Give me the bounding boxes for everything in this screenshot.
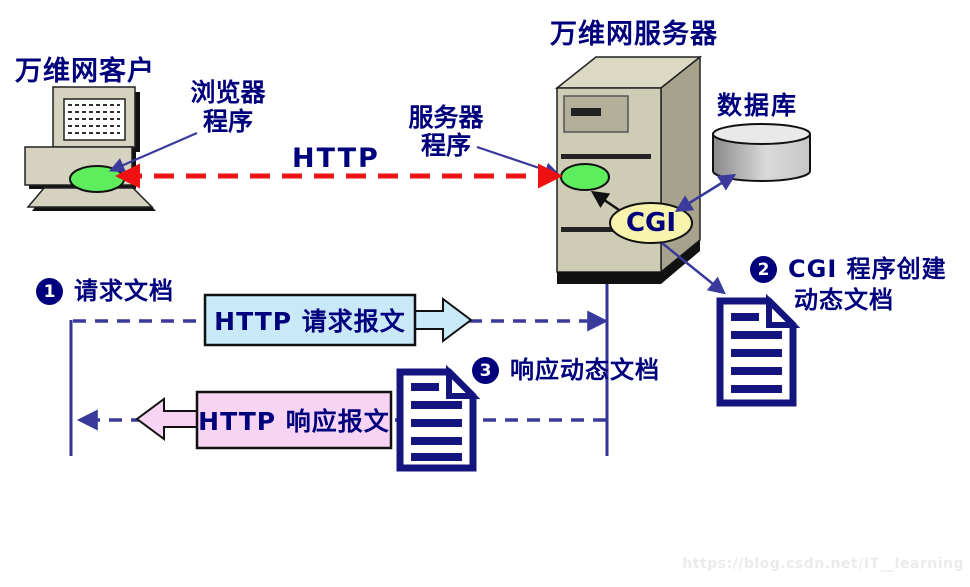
request-message-label: HTTP 请求报文 [214,307,406,336]
browser-program-label: 浏览器 程序 [178,78,278,136]
cgi-label: CGI [625,208,677,238]
client-title: 万维网客户 [15,56,155,87]
cgi-database-arrow [674,174,737,212]
screen-text-lines [68,104,120,134]
dynamic-document-icon [716,293,801,407]
step-2-cgi-creates-document: 2 CGI 程序创建 动态文档 [750,254,947,316]
database-label: 数据库 [717,91,799,120]
database-icon [712,123,811,182]
response-message-box [195,390,393,450]
step-1-request-document: 1 请求文档 [36,276,174,307]
response-message-label: HTTP 响应报文 [198,407,390,436]
cgi-process-icon [609,202,693,244]
server-process-icon [560,163,610,191]
request-block-arrow [414,297,473,343]
response-document-icon [396,364,481,472]
response-block-arrow [135,397,198,441]
client-computer-icon [24,86,156,211]
step-3-respond-dynamic-document: 3 响应动态文档 [472,355,660,386]
step-2-text: CGI 程序创建 动态文档 [788,254,947,316]
step-1-number-icon: 1 [36,278,63,305]
step-3-number-icon: 3 [472,357,499,384]
step-3-text: 响应动态文档 [510,356,660,384]
step-1-text: 请求文档 [74,277,174,305]
server-title: 万维网服务器 [550,19,718,50]
step-2-number-icon: 2 [750,256,777,283]
watermark: https://blog.csdn.net/IT__learning [682,556,964,572]
request-message-box [203,293,417,347]
cgi-to-server-process-arrow [590,190,623,214]
server-program-label: 服务器 程序 [396,104,496,160]
server-program-label-line1: 服务器 [408,103,484,132]
browser-process-icon [69,165,125,193]
browser-program-label-line2: 程序 [202,107,253,136]
cgi-to-document-arrow [661,242,726,295]
step-2-text-line1: CGI 程序创建 [788,255,947,283]
server-tower-icon [554,55,703,284]
browser-program-label-line1: 浏览器 [190,78,266,107]
server-program-label-line2: 程序 [420,131,471,160]
http-label: HTTP [292,143,380,174]
step-2-text-line2: 动态文档 [794,286,894,314]
